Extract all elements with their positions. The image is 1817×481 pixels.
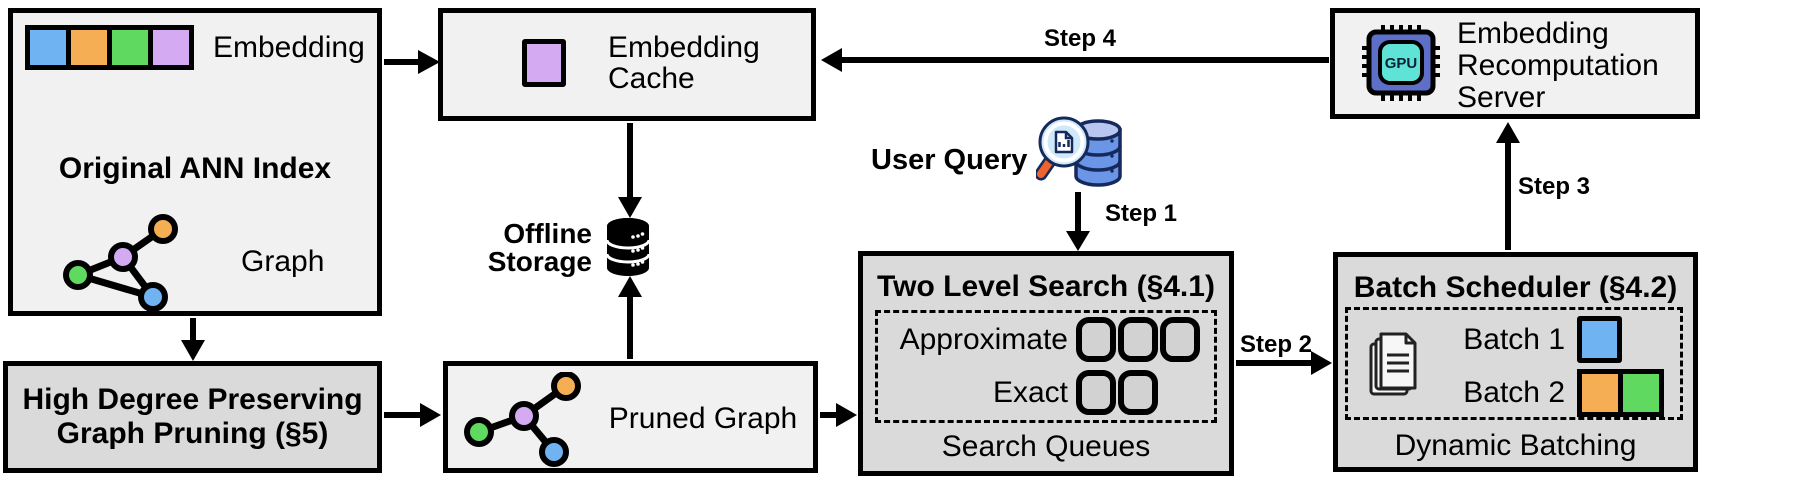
documents-icon (1369, 332, 1417, 396)
search-queues-label: Search Queues (941, 430, 1151, 463)
arrow-prunedgraph-to-storage (618, 276, 642, 359)
pruned-graph-label: Pruned Graph (608, 402, 798, 435)
dynamic-batching-label: Dynamic Batching (1394, 429, 1637, 462)
step3-label: Step 3 (1518, 173, 1591, 200)
svg-text:GPU: GPU (1385, 55, 1418, 72)
arrow-pruning-to-prunedgraph (384, 403, 441, 427)
embedding-cell-purple (153, 30, 189, 65)
arrow-ann-to-pruning (181, 318, 205, 361)
step4-label: Step 4 (1043, 25, 1117, 52)
database-icon (605, 218, 651, 276)
exact-label: Exact (992, 375, 1068, 409)
original-ann-index-box: Embedding Original ANN Index Graph (8, 8, 382, 316)
arrow-ann-to-cache (384, 50, 440, 74)
batch1-row: Batch 1 (1453, 316, 1622, 363)
batch2-squares-icon (1577, 369, 1664, 417)
batch-scheduler-box: Batch Scheduler (§4.2) Batch 1 (1333, 252, 1698, 472)
high-degree-pruning-box: High Degree Preserving Graph Pruning (§5… (3, 361, 382, 473)
user-query-label: User Query (871, 144, 1028, 176)
queue-slot-icon (1118, 317, 1158, 362)
batch1-label: Batch 1 (1463, 322, 1565, 356)
arrow-cache-to-storage (618, 123, 642, 218)
batch2-cell-green (1623, 374, 1659, 412)
arrow-step1-query-to-search (1066, 192, 1090, 251)
queue-slot-icon (1076, 317, 1116, 362)
approximate-queue-row: Approximate (878, 317, 1200, 362)
pruned-graph-icon (464, 372, 581, 467)
query-magnifier-database-icon (1036, 116, 1122, 187)
arrow-step3-scheduler-to-server (1496, 122, 1520, 250)
ann-index-title: Original ANN Index (58, 152, 332, 185)
arrow-step4-server-to-cache (821, 48, 1329, 72)
queue-slot-icon (1076, 370, 1116, 415)
high-degree-pruning-label: High Degree Preserving Graph Pruning (§5… (22, 383, 363, 450)
approximate-slots (1076, 317, 1200, 362)
batch-scheduler-title: Batch Scheduler (§4.2) (1353, 271, 1678, 304)
embedding-cell-blue (30, 30, 66, 65)
gpu-chip-icon: GPU (1362, 25, 1440, 101)
embedding-strip-icon (25, 25, 194, 70)
batch2-row: Batch 2 (1453, 369, 1664, 417)
batch1-square-icon (1577, 316, 1622, 363)
step1-label: Step 1 (1105, 200, 1178, 227)
step2-label: Step 2 (1239, 331, 1313, 358)
graph-label: Graph (241, 245, 325, 278)
graph-icon (63, 214, 178, 312)
recomputation-server-label: Embedding Recomputation Server (1457, 17, 1659, 114)
exact-queue-row: Exact (878, 370, 1158, 415)
queue-slot-icon (1118, 370, 1158, 415)
arrow-prunedgraph-to-search (820, 403, 857, 427)
batch2-cell-orange (1582, 374, 1618, 412)
exact-slots (1076, 370, 1158, 415)
approximate-label: Approximate (899, 322, 1068, 356)
dynamic-batching-panel: Batch 1 Batch 2 (1345, 307, 1683, 420)
pruned-graph-box: Pruned Graph (443, 361, 818, 473)
embedding-cache-label: Embedding Cache (608, 31, 760, 95)
cached-embedding-icon (522, 39, 566, 87)
search-queues-panel: Approximate Exact (875, 310, 1217, 423)
embedding-cell-green (112, 30, 148, 65)
embedding-cell-orange (71, 30, 107, 65)
embedding-cache-box: Embedding Cache (438, 8, 816, 121)
two-level-search-title: Two Level Search (§4.1) (877, 270, 1215, 303)
arrow-step2-search-to-scheduler (1236, 351, 1332, 375)
embedding-label: Embedding (213, 31, 365, 64)
two-level-search-box: Two Level Search (§4.1) Approximate Exac… (858, 251, 1234, 476)
recomputation-server-box: GPU Embedding Recomputation Server (1330, 8, 1700, 119)
batch2-label: Batch 2 (1463, 376, 1565, 409)
offline-storage-label: Offline Storage (487, 218, 592, 277)
queue-slot-icon (1160, 317, 1200, 362)
